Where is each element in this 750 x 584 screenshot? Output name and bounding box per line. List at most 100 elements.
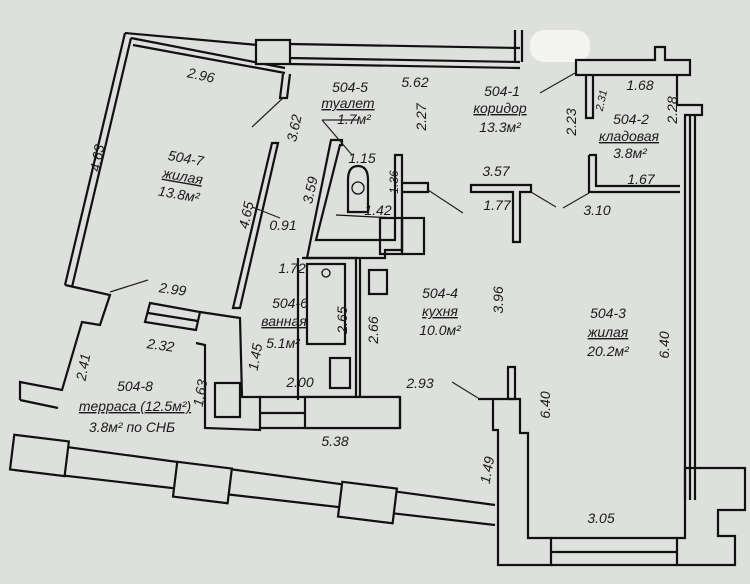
- room-name: туалет: [321, 95, 375, 111]
- dimension-label: 2.32: [145, 335, 175, 355]
- room-504-3: 504-3 жилая 20.2м²: [586, 305, 630, 359]
- room-504-2: 504-2 кладовая 3.8м²: [599, 111, 660, 161]
- dimension-label: 3.59: [299, 175, 320, 205]
- dimension-label: 3.62: [283, 113, 304, 143]
- wall-504-2-left: [584, 75, 595, 120]
- wall-504-2-bottom: [587, 153, 680, 194]
- room-name: ванная: [261, 313, 307, 329]
- sink: [328, 356, 352, 390]
- dimension-label: 1.42: [364, 202, 391, 218]
- dimension-label: 2.65: [334, 306, 350, 334]
- dimension-label: 3.57: [482, 163, 510, 179]
- wall-stub: [506, 365, 517, 401]
- room-name: коридор: [473, 100, 526, 116]
- dimension-labels: 2.96 5.62 1.68 4.63 3.62 2.27 2.23 2.31 …: [73, 64, 680, 526]
- dimension-label: 5.62: [401, 74, 428, 90]
- dimension-label: 2.31: [594, 89, 610, 113]
- wall-top-stub: [513, 30, 524, 62]
- door-swing: [427, 189, 464, 214]
- leader: [321, 119, 353, 156]
- dimension-label: 5.38: [321, 433, 348, 449]
- dimension-label: 0.91: [269, 217, 296, 233]
- dimension-label: 6.40: [656, 331, 672, 358]
- dimension-label: 3.05: [587, 510, 614, 526]
- wall-block: [303, 395, 402, 430]
- door-swing: [530, 191, 557, 208]
- dimension-label: 2.66: [365, 316, 381, 344]
- dimension-label: 2.99: [157, 279, 187, 299]
- dimension-label: 6.40: [537, 391, 553, 418]
- door-swing: [251, 206, 281, 219]
- room-504-5: 504-5 туалет 1.7м²: [321, 79, 375, 127]
- column: [213, 381, 242, 419]
- dimension-label: 2.23: [563, 108, 579, 136]
- room-area: 3.8м²: [613, 145, 648, 161]
- room-504-1: 504-1 коридор 13.3м²: [473, 83, 526, 135]
- dimension-label: 1.72: [278, 260, 305, 276]
- wall-bath: [296, 256, 362, 400]
- room-name: жилая: [161, 165, 205, 188]
- room-area: 20.2м²: [586, 343, 630, 359]
- room-504-4: 504-4 кухня 10.0м²: [419, 285, 462, 338]
- dimension-label: 2.41: [73, 352, 94, 383]
- room-504-6: 504-6 ванная 5.1м²: [261, 295, 308, 351]
- dimension-label: 3.96: [490, 286, 506, 313]
- wall-terrace-left: [18, 283, 112, 410]
- dimension-label: 1.15: [348, 150, 375, 166]
- window-block: [336, 480, 399, 525]
- dimension-label: 1.67: [627, 171, 655, 187]
- room-number: 504-4: [422, 285, 458, 301]
- room-name: жилая: [587, 324, 629, 340]
- stove-outlet: [367, 268, 389, 296]
- dimension-label: 1.77: [483, 197, 511, 213]
- room-504-7: 504-7 жилая 13.8м²: [157, 147, 206, 206]
- wall-stub-kitchen: [402, 181, 430, 194]
- window-block: [254, 38, 292, 66]
- room-name: терраса (12.5м²): [79, 398, 191, 414]
- glare-spot: [530, 30, 590, 62]
- room-name: кладовая: [599, 128, 660, 144]
- room-area: 10.0м²: [419, 322, 462, 338]
- room-number: 504-5: [332, 79, 368, 95]
- toilet-bowl: [351, 181, 365, 195]
- door-swing: [109, 279, 149, 293]
- dimension-label: 2.27: [413, 102, 429, 131]
- room-number: 504-6: [272, 295, 308, 311]
- dimension-label: 1.63: [190, 378, 211, 408]
- window-block: [171, 460, 234, 505]
- drain: [321, 268, 331, 278]
- room-area: 13.8м²: [157, 183, 202, 206]
- wall-corner: [675, 466, 747, 567]
- room-number: 504-7: [167, 147, 206, 169]
- room-504-8: 504-8 терраса (12.5м²) 3.8м² по СНБ: [79, 378, 191, 435]
- bathtub: [305, 262, 347, 346]
- dimension-label: 1.49: [477, 455, 498, 485]
- door-swing: [251, 97, 284, 128]
- dimension-label: 2.28: [664, 96, 680, 124]
- door-swing: [539, 72, 576, 94]
- wall-504-2-top: [574, 45, 692, 77]
- room-number: 504-3: [590, 305, 626, 321]
- dimension-label: 2.93: [405, 375, 433, 391]
- door-swing: [451, 381, 479, 399]
- dimension-label: 3.10: [583, 202, 610, 218]
- dimension-label: 1.45: [245, 342, 266, 372]
- room-name: кухня: [422, 303, 458, 319]
- dimension-label: 2.00: [285, 374, 313, 390]
- room-area: 13.3м²: [479, 119, 522, 135]
- fixture-box: [400, 216, 426, 256]
- wall-t: [469, 183, 533, 244]
- window-bottom: [551, 536, 677, 567]
- room-area: 3.8м² по СНБ: [89, 419, 175, 435]
- dimension-label: 4.63: [87, 143, 108, 173]
- door-swing: [562, 192, 590, 209]
- wall-504-7-outer: [63, 31, 286, 288]
- dimension-label: 4.65: [235, 200, 256, 230]
- room-area: 1.7м²: [337, 111, 372, 127]
- dimension-label: 2.96: [185, 64, 216, 86]
- room-number: 504-1: [484, 83, 520, 99]
- wall-partition: [231, 141, 280, 310]
- wall-bottom: [14, 438, 496, 527]
- wall-toilet: [305, 138, 404, 260]
